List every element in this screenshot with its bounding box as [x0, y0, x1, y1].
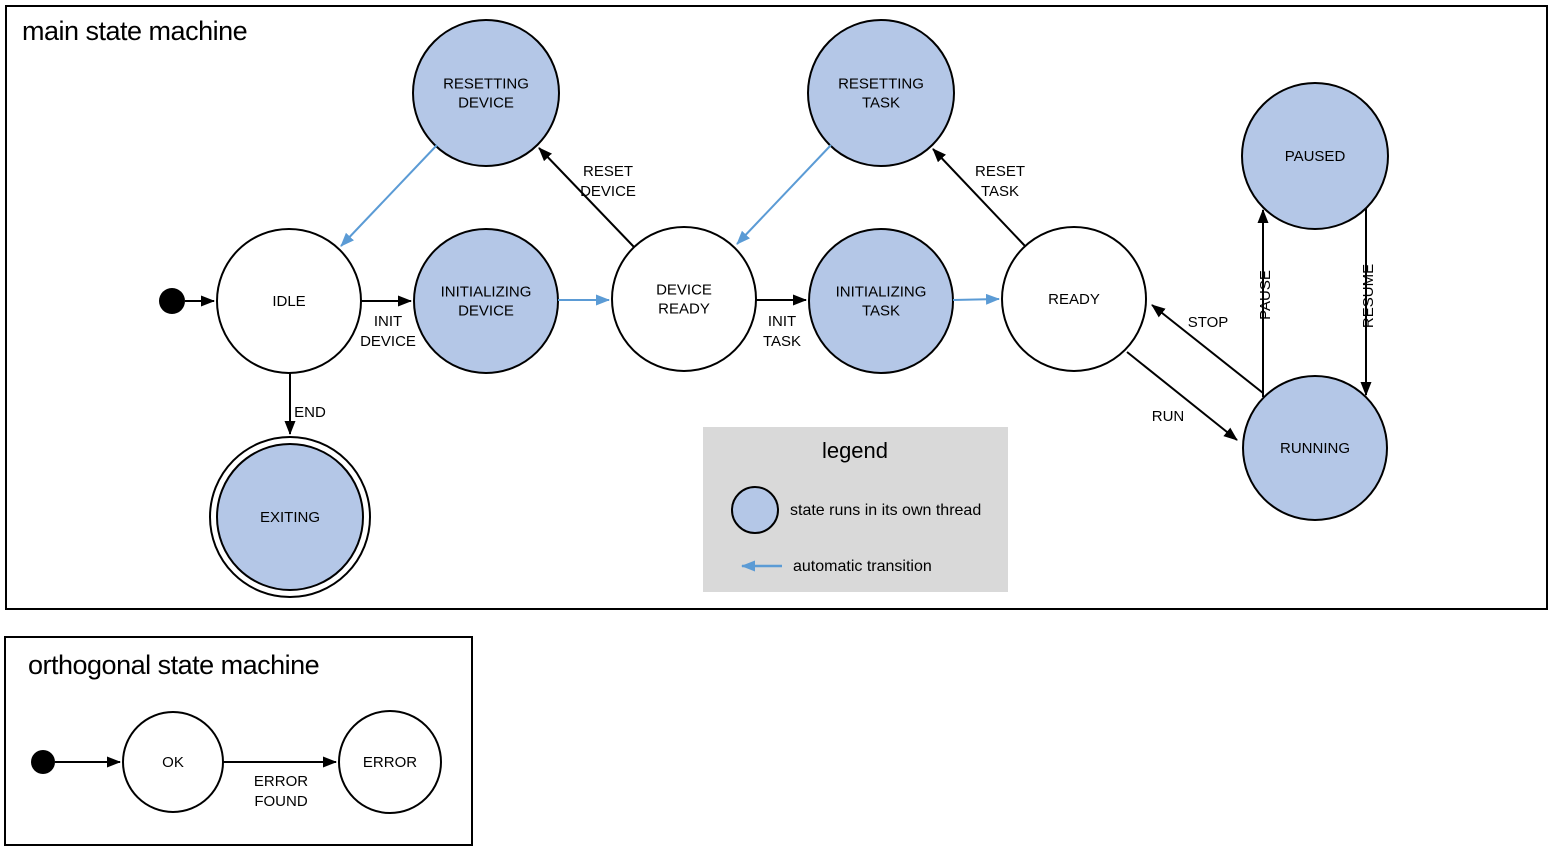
threaded-state-circle-icon [731, 486, 779, 534]
legend-item-auto-label: automatic transition [793, 558, 932, 575]
initial-state-dot [31, 750, 55, 774]
state-paused: PAUSED [1241, 82, 1389, 230]
legend-panel: legend state runs in its own thread auto… [703, 427, 1008, 592]
state-running: RUNNING [1242, 375, 1388, 521]
orthogonal-machine-title: orthogonal state machine [28, 650, 319, 680]
transition-initializing-task-auto [952, 293, 1000, 305]
transition-end: END [284, 373, 326, 435]
main-state-machine-panel [5, 5, 1548, 610]
transition-run-label: RUN [1152, 408, 1185, 425]
initial-state-dot [159, 288, 185, 314]
transition-end-label: END [294, 404, 326, 421]
state-idle: IDLE [216, 228, 362, 374]
transition-pause: PAUSE [1257, 209, 1274, 397]
transition-resume-label: RESUME [1360, 264, 1377, 328]
main-machine-title: main state machine [22, 16, 247, 46]
transition-stop-label: STOP [1188, 314, 1229, 331]
state-idle-label: IDLE [272, 293, 305, 310]
transition-resume: RESUME [1360, 208, 1377, 396]
state-ok-label: OK [162, 754, 184, 771]
state-exiting: EXITING [209, 436, 371, 598]
state-ok: OK [122, 711, 224, 813]
transition-pause-label: PAUSE [1257, 270, 1274, 320]
transition-stop: STOP [1151, 304, 1264, 394]
state-running-label: RUNNING [1280, 440, 1350, 457]
state-error: ERROR [338, 710, 442, 814]
legend-title: legend [822, 438, 888, 463]
state-ready: READY [1001, 226, 1147, 372]
state-exiting-label: EXITING [260, 509, 320, 526]
legend-item-threaded-label: state runs in its own thread [790, 502, 981, 519]
orthogonal-state-machine-panel [4, 636, 473, 846]
transition-run: RUN [1126, 351, 1238, 441]
state-paused-label: PAUSED [1285, 148, 1346, 165]
transition-resetting-device-auto [340, 144, 438, 247]
state-ready-label: READY [1048, 291, 1100, 308]
transition-resetting-task-auto [736, 144, 832, 245]
state-error-label: ERROR [363, 754, 417, 771]
